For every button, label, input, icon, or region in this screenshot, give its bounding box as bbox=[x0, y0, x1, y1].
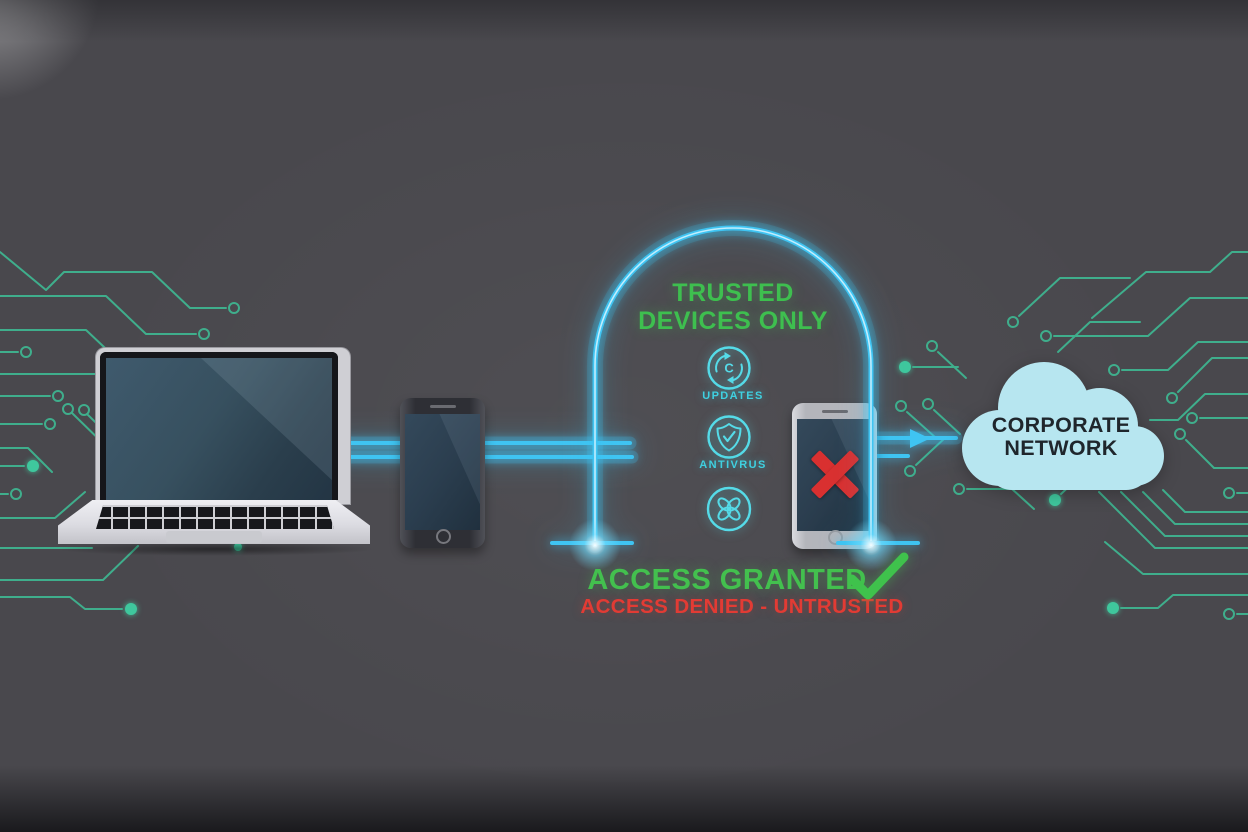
updates-refresh-icon: C bbox=[707, 346, 751, 390]
svg-text:C: C bbox=[724, 361, 734, 376]
gateway-title: TRUSTED DEVICES ONLY bbox=[583, 279, 883, 335]
updates-label: UPDATES bbox=[702, 390, 764, 402]
access-denied-text: ACCESS DENIED - UNTRUSTED bbox=[580, 595, 904, 618]
gateway-title-line2: DEVICES ONLY bbox=[638, 307, 828, 335]
crossed-chain-links-icon bbox=[706, 486, 752, 532]
granted-checkmark-icon bbox=[847, 552, 909, 600]
antivirus-label: ANTIVRUS bbox=[699, 459, 767, 471]
gateway-title-line1: TRUSTED bbox=[672, 279, 794, 307]
antivirus-shield-check-icon bbox=[707, 415, 751, 459]
